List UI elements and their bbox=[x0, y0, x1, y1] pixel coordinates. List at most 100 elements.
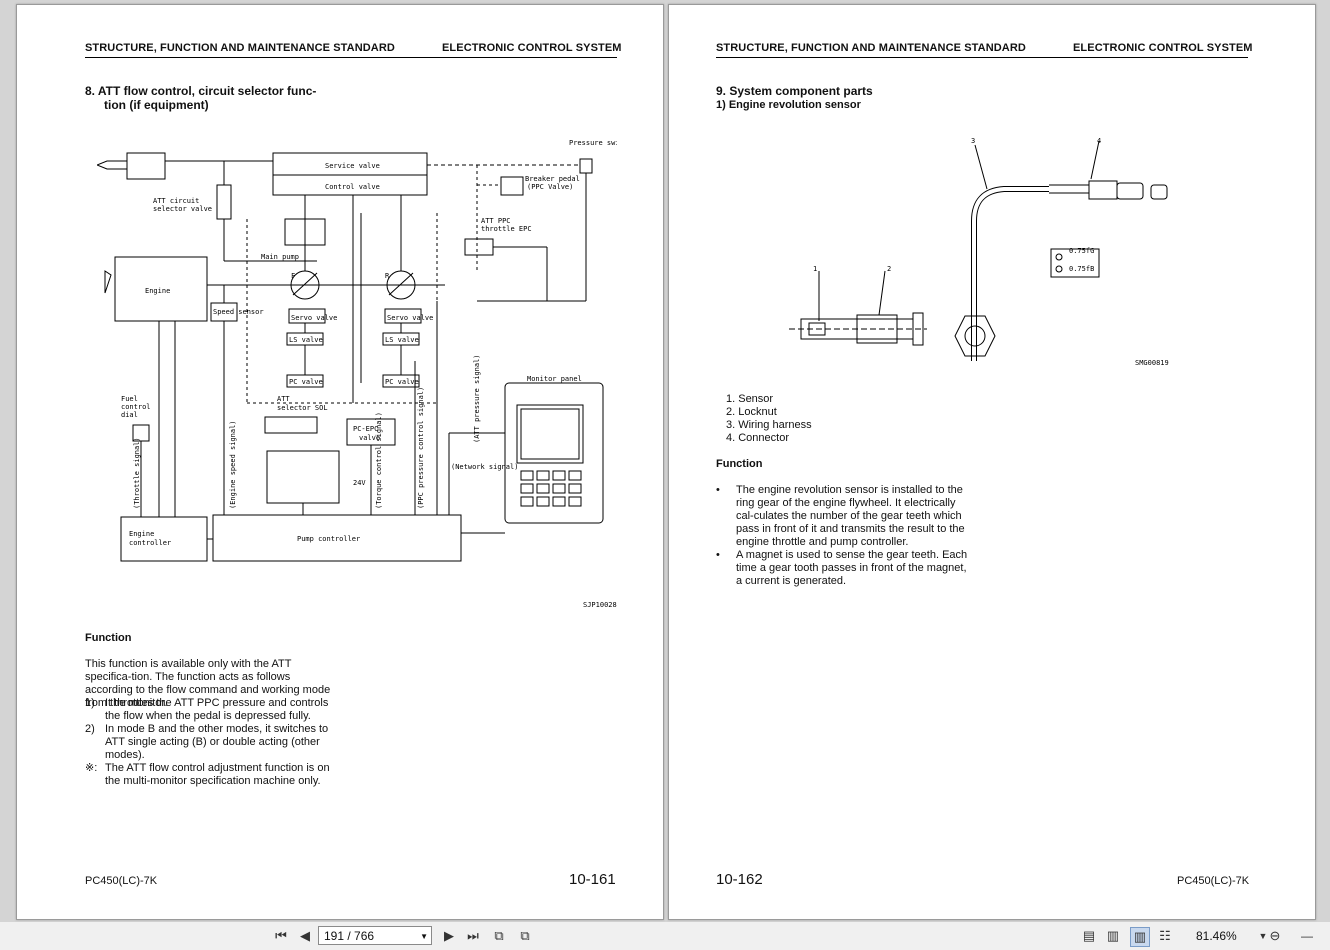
lbl-att-ppc: ATT PPC bbox=[481, 217, 511, 225]
monitor-panel-outline bbox=[504, 382, 604, 524]
lbl-torque-signal: (Torque control signal) bbox=[375, 412, 383, 509]
legend-item: 4. Connector bbox=[726, 432, 789, 444]
footer-model: PC450(LC)-7K bbox=[85, 875, 158, 887]
lbl-throttle-signal: (Throttle signal) bbox=[133, 437, 141, 509]
function-item: ※:The ATT flow control adjustment functi… bbox=[85, 762, 330, 787]
previous-view-icon[interactable]: ⧉ bbox=[494, 928, 504, 943]
callout-2: 2 bbox=[887, 265, 891, 273]
continuous-page-icon[interactable]: ▥ bbox=[1106, 928, 1120, 943]
bullet-item: •A magnet is used to sense the gear teet… bbox=[716, 549, 968, 587]
lbl-att-ppc-2: throttle EPC bbox=[481, 225, 532, 233]
lbl-ls-r: LS valve bbox=[385, 336, 419, 344]
section-title: 8. ATT flow control, circuit selector fu… bbox=[85, 84, 317, 98]
zoom-slider[interactable]: — bbox=[1301, 929, 1313, 943]
footer-page-number: 10-161 bbox=[569, 871, 616, 888]
page-number-input[interactable]: 191 / 766 ▼ bbox=[318, 926, 432, 945]
page-header-right: ELECTRONIC CONTROL SYSTEM bbox=[1073, 42, 1253, 54]
lbl-pc-epc: PC-EPC bbox=[353, 425, 378, 433]
callout-4: 4 bbox=[1097, 137, 1101, 145]
sensor-drawing: 1 2 3 4 0.75fG 0.75fB SMG00819 bbox=[789, 137, 1169, 367]
page-header-right: ELECTRONIC CONTROL SYSTEM bbox=[442, 42, 622, 54]
function-item: 2)In mode B and the other modes, it swit… bbox=[85, 723, 329, 761]
lbl-breaker-pedal-2: (PPC Valve) bbox=[527, 183, 573, 191]
lbl-fuel-dial-3: dial bbox=[121, 411, 138, 419]
lbl-pressure-switch: Pressure switch bbox=[569, 139, 617, 147]
previous-page-icon[interactable]: ◀ bbox=[300, 928, 310, 943]
lbl-24v: 24V bbox=[353, 479, 366, 487]
service-valve-block bbox=[272, 152, 428, 196]
callout-3: 3 bbox=[971, 137, 975, 145]
lbl-fuel-dial: Fuel bbox=[121, 395, 138, 403]
document-page-right: STRUCTURE, FUNCTION AND MAINTENANCE STAN… bbox=[668, 4, 1316, 920]
legend-item: 2. Locknut bbox=[726, 406, 777, 418]
lbl-f: F bbox=[291, 272, 295, 280]
lbl-breaker-pedal: Breaker pedal bbox=[525, 175, 580, 183]
header-rule bbox=[716, 57, 1248, 58]
single-page-icon[interactable]: ▤ bbox=[1082, 928, 1096, 943]
subsection-title: 1) Engine revolution sensor bbox=[716, 99, 861, 111]
two-page-icon[interactable]: ▥ bbox=[1130, 927, 1150, 947]
viewer-toolbar: ⏮ ◀ 191 / 766 ▼ ▶ ⏭ ⧉ ⧉ ▤ ▥ ▥ ☷ 81.46% ▼… bbox=[0, 922, 1330, 950]
page-header-left: STRUCTURE, FUNCTION AND MAINTENANCE STAN… bbox=[716, 42, 1026, 54]
lbl-pump-controller: Pump controller bbox=[297, 535, 360, 543]
function-bullets: •The engine revolution sensor is install… bbox=[716, 484, 968, 588]
header-rule bbox=[85, 57, 617, 58]
lbl-pc-epc-2: valve bbox=[359, 434, 380, 442]
pump-controller-box bbox=[212, 514, 462, 562]
lbl-engine-controller-2: controller bbox=[129, 539, 171, 547]
function-intro: This function is available only with the… bbox=[85, 658, 331, 709]
page-header-left: STRUCTURE, FUNCTION AND MAINTENANCE STAN… bbox=[85, 42, 395, 54]
lbl-engine: Engine bbox=[145, 287, 170, 295]
lbl-pc-f: PC valve bbox=[289, 378, 323, 386]
lbl-fuel-dial-2: control bbox=[121, 403, 151, 411]
lbl-engine-speed-signal: (Engine speed signal) bbox=[229, 420, 237, 509]
next-page-icon[interactable]: ▶ bbox=[444, 928, 454, 943]
parts-legend: 1. Sensor 2. Locknut 3. Wiring harness 4… bbox=[726, 393, 812, 445]
function-item: 1)It throttles the ATT PPC pressure and … bbox=[85, 697, 329, 722]
lbl-att-sol-2: selector SOL bbox=[277, 404, 328, 412]
bullet-item: •The engine revolution sensor is install… bbox=[716, 484, 965, 548]
section-title-cont: tion (if equipment) bbox=[104, 98, 209, 112]
lbl-r: R bbox=[385, 272, 390, 280]
lbl-att-pressure-signal: (ATT pressure signal) bbox=[473, 354, 481, 443]
lbl-att-circuit-2: selector valve bbox=[153, 205, 212, 213]
zoom-dropdown-icon[interactable]: ▼ bbox=[1258, 931, 1268, 941]
lbl-ppc-signal: (PPC pressure control signal) bbox=[417, 387, 425, 509]
wire-label-1: 0.75fG bbox=[1069, 247, 1094, 255]
lbl-ls-f: LS valve bbox=[289, 336, 323, 344]
lbl-pc-r: PC valve bbox=[385, 378, 419, 386]
lbl-att-sol: ATT bbox=[277, 395, 290, 403]
pressure-switch-box bbox=[579, 158, 593, 174]
section-title: 9. System component parts bbox=[716, 84, 873, 98]
engine-block bbox=[114, 256, 208, 322]
zoom-out-icon[interactable]: ⊖ bbox=[1269, 928, 1281, 943]
legend-item: 3. Wiring harness bbox=[726, 419, 812, 431]
lbl-monitor-panel: Monitor panel bbox=[527, 375, 582, 383]
lbl-engine-controller: Engine bbox=[129, 530, 154, 538]
footer-page-number: 10-162 bbox=[716, 871, 763, 888]
lbl-main-pump: Main pump bbox=[261, 253, 299, 261]
drawing-code: SMG00819 bbox=[1135, 359, 1169, 367]
zoom-level: 81.46% bbox=[1196, 929, 1237, 943]
wire-label-2: 0.75fB bbox=[1069, 265, 1094, 273]
hydraulic-schematic: Service valve Control valve Pressure swi… bbox=[97, 139, 617, 609]
lbl-att-circuit: ATT circuit bbox=[153, 197, 199, 205]
first-page-icon[interactable]: ⏮ bbox=[275, 928, 287, 943]
att-cylinder bbox=[126, 152, 166, 180]
diagram-code: SJP10028 bbox=[583, 601, 617, 609]
chevron-down-icon: ▼ bbox=[420, 932, 428, 941]
lbl-service-valve: Service valve bbox=[325, 162, 380, 170]
last-page-icon[interactable]: ⏭ bbox=[467, 928, 479, 943]
next-view-icon[interactable]: ⧉ bbox=[520, 928, 530, 943]
lbl-control-valve: Control valve bbox=[325, 183, 380, 191]
two-page-continuous-icon[interactable]: ☷ bbox=[1159, 928, 1171, 943]
lbl-servo-r: Servo valve bbox=[387, 314, 433, 322]
callout-1: 1 bbox=[813, 265, 817, 273]
function-items: 1)It throttles the ATT PPC pressure and … bbox=[85, 697, 337, 788]
document-page-left: STRUCTURE, FUNCTION AND MAINTENANCE STAN… bbox=[16, 4, 664, 920]
page-number-value: 191 / 766 bbox=[324, 929, 375, 943]
lbl-network-signal: (Network signal) bbox=[451, 463, 518, 471]
lbl-speed-sensor: Speed sensor bbox=[213, 308, 264, 316]
footer-model: PC450(LC)-7K bbox=[1177, 875, 1250, 887]
legend-item: 1. Sensor bbox=[726, 393, 774, 405]
